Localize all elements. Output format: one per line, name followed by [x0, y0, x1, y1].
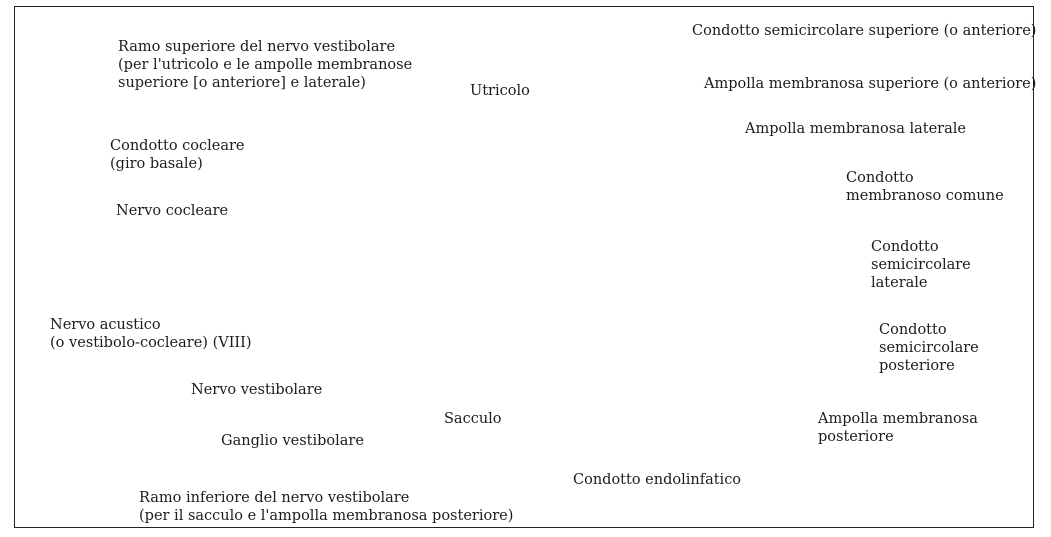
label-utricolo: Utricolo: [470, 82, 530, 100]
label-ampolla-laterale: Ampolla membranosa laterale: [745, 120, 966, 138]
label-condotto-endolinfatico: Condotto endolinfatico: [573, 471, 741, 489]
label-condotto-comune: Condotto membranoso comune: [846, 169, 1004, 205]
label-nervo-cocleare: Nervo cocleare: [116, 202, 228, 220]
label-ampolla-superiore: Ampolla membranosa superiore (o anterior…: [704, 75, 1036, 93]
label-sacculo: Sacculo: [444, 410, 502, 428]
label-ramo-inferiore: Ramo inferiore del nervo vestibolare (pe…: [139, 489, 513, 525]
label-nervo-acustico: Nervo acustico (o vestibolo-cocleare) (V…: [50, 316, 252, 352]
label-ramo-superiore: Ramo superiore del nervo vestibolare (pe…: [118, 38, 412, 92]
label-nervo-vestibolare: Nervo vestibolare: [191, 381, 322, 399]
label-ganglio-vestibolare: Ganglio vestibolare: [221, 432, 364, 450]
label-ampolla-posteriore: Ampolla membranosa posteriore: [818, 410, 978, 446]
label-condotto-cocleare: Condotto cocleare (giro basale): [110, 137, 245, 173]
label-condotto-posteriore: Condotto semicircolare posteriore: [879, 321, 979, 375]
label-condotto-semicircolare-superiore: Condotto semicircolare superiore (o ante…: [692, 22, 1036, 40]
label-condotto-laterale: Condotto semicircolare laterale: [871, 238, 971, 292]
